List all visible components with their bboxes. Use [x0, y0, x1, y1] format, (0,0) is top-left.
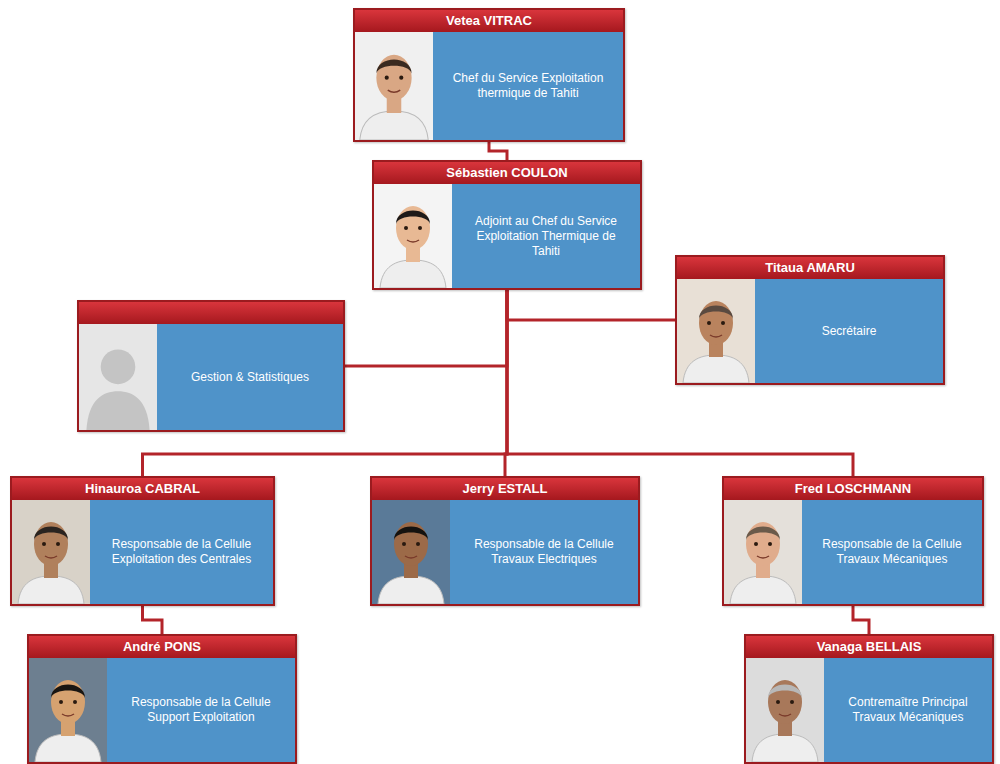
portrait-photo [355, 32, 433, 140]
name-header: Titaua AMARU [677, 257, 943, 279]
name-header: Jerry ESTALL [372, 478, 638, 500]
card-body: Adjoint au Chef du Service Exploitation … [374, 184, 640, 288]
role-text: Responsable de la Cellule Travaux Electr… [450, 500, 638, 604]
person-name: Vetea VITRAC [446, 13, 532, 28]
card-body: Secrétaire [677, 279, 943, 383]
role-text: Secrétaire [755, 279, 943, 383]
person-name: André PONS [123, 639, 201, 654]
role-text: Responsable de la Cellule Travaux Mécani… [802, 500, 982, 604]
connector-line [143, 606, 163, 634]
name-header: Fred LOSCHMANN [724, 478, 982, 500]
card-body: Gestion & Statistiques [79, 324, 343, 430]
portrait-photo [677, 279, 755, 383]
person-card: Hinauroa CABRAL Responsable de la Cellule… [10, 476, 275, 606]
person-card: Gestion & Statistiques [77, 300, 345, 432]
portrait-photo [746, 658, 824, 762]
person-card: André PONS Responsable de la Cellule Supp… [27, 634, 297, 764]
person-card: Vetea VITRAC Chef du Service Exploitation… [353, 8, 625, 142]
card-body: Responsable de la Cellule Support Exploi… [29, 658, 295, 762]
name-header: André PONS [29, 636, 295, 658]
portrait-photo [374, 184, 452, 288]
person-name: Fred LOSCHMANN [795, 481, 911, 496]
card-body: Responsable de la Cellule Exploitation d… [12, 500, 273, 604]
card-body: Chef du Service Exploitation thermique d… [355, 32, 623, 140]
card-body: Responsable de la Cellule Travaux Electr… [372, 500, 638, 604]
name-header: Vanaga BELLAIS [746, 636, 992, 658]
person-card: Titaua AMARU Secrétaire [675, 255, 945, 385]
role-text: Adjoint au Chef du Service Exploitation … [452, 184, 640, 288]
role-text: Responsable de la Cellule Support Exploi… [107, 658, 295, 762]
person-name: Sébastien COULON [446, 165, 567, 180]
role-text: Gestion & Statistiques [157, 324, 343, 430]
portrait-photo [29, 658, 107, 762]
connector-line [507, 290, 675, 320]
person-card: Fred LOSCHMANN Responsable de la Cellule … [722, 476, 984, 606]
connector-line [489, 142, 507, 160]
person-name: Vanaga BELLAIS [817, 639, 922, 654]
person-card: Sébastien COULON Adjoint au Chef du Servi… [372, 160, 642, 290]
person-card: Jerry ESTALL Responsable de la Cellule Tr… [370, 476, 640, 606]
person-name: Jerry ESTALL [462, 481, 547, 496]
portrait-photo [79, 324, 157, 430]
role-text: Contremaître Principal Travaux Mécanique… [824, 658, 992, 762]
person-name: Titaua AMARU [765, 260, 855, 275]
card-body: Responsable de la Cellule Travaux Mécani… [724, 500, 982, 604]
connector-line [853, 606, 869, 634]
portrait-photo [372, 500, 450, 604]
role-text: Responsable de la Cellule Exploitation d… [90, 500, 273, 604]
name-header: Vetea VITRAC [355, 10, 623, 32]
name-header [79, 302, 343, 324]
role-text: Chef du Service Exploitation thermique d… [433, 32, 623, 140]
person-name: Hinauroa CABRAL [85, 481, 200, 496]
card-body: Contremaître Principal Travaux Mécanique… [746, 658, 992, 762]
name-header: Sébastien COULON [374, 162, 640, 184]
name-header: Hinauroa CABRAL [12, 478, 273, 500]
person-card: Vanaga BELLAIS Contremaître Principal Tra… [744, 634, 994, 764]
portrait-photo [724, 500, 802, 604]
connector-line [345, 290, 507, 366]
portrait-photo [12, 500, 90, 604]
